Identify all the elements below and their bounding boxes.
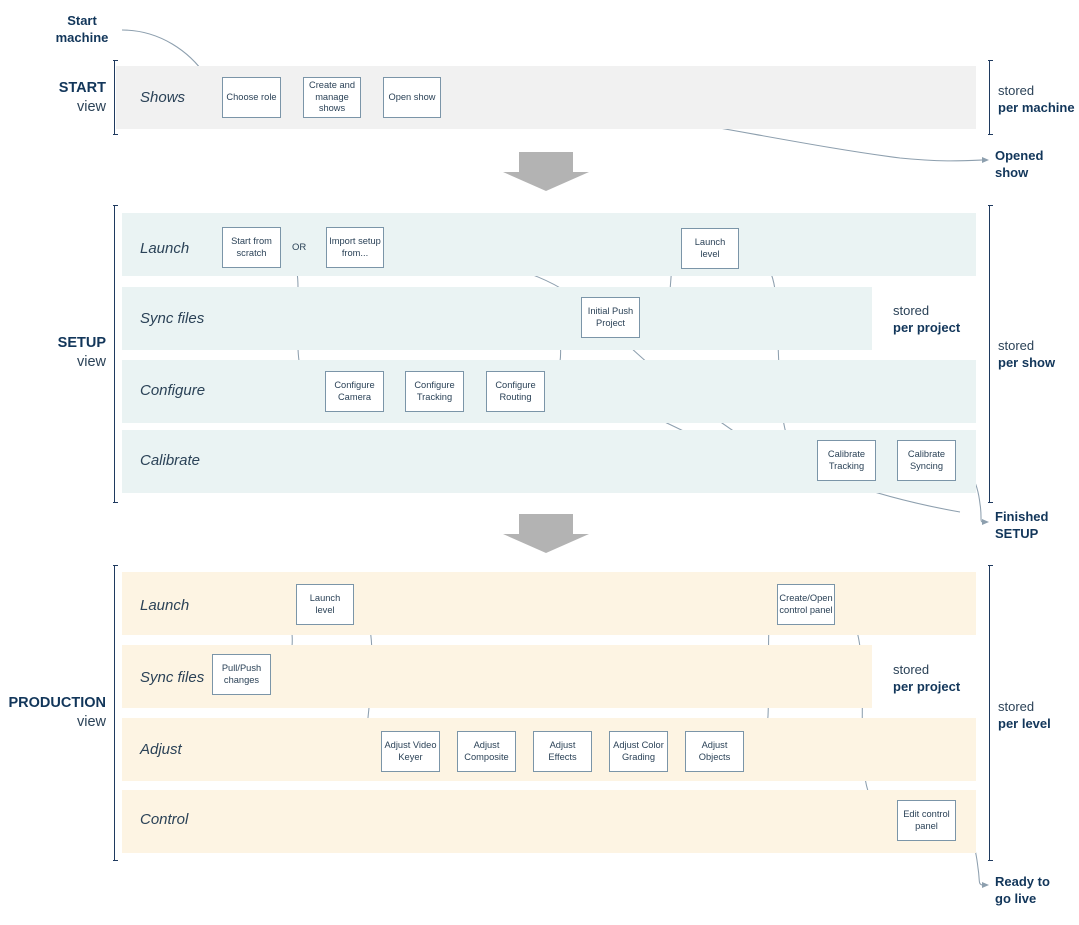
phase-label-start-line2: view — [76, 99, 106, 115]
node-adjust-color-grading[interactable]: Adjust Color Grading — [609, 731, 668, 772]
transition-arrow-setup-to-production — [503, 514, 589, 553]
annotation-line1: stored — [893, 303, 930, 318]
node-calibrate-tracking[interactable]: Calibrate Tracking — [817, 440, 876, 481]
annotation-setup-stored-per-show: stored per show — [998, 337, 1055, 371]
annotation-production-stored-per-level: stored per level — [998, 698, 1051, 732]
row-label-production-adjust: Adjust — [140, 741, 182, 758]
terminal-start-machine-line1: Start — [67, 13, 97, 28]
annotation-line1: stored — [893, 662, 930, 677]
terminal-finished-setup: Finished SETUP — [995, 508, 1079, 542]
annotation-line1: stored — [998, 699, 1035, 714]
node-create-open-control-panel[interactable]: Create/Open control panel — [777, 584, 835, 625]
node-configure-routing[interactable]: Configure Routing — [486, 371, 545, 412]
phase-label-setup-line1: SETUP — [57, 335, 106, 351]
row-label-production-sync-files: Sync files — [140, 669, 205, 686]
phase-label-start-line1: START — [58, 80, 106, 96]
terminal-start-machine: Start machine — [40, 12, 124, 46]
node-adjust-objects[interactable]: Adjust Objects — [685, 731, 744, 772]
setup-phase-bracket — [113, 205, 119, 503]
terminal-opened-show-line2: show — [995, 165, 1029, 180]
start-stored-bracket — [988, 60, 994, 135]
row-label-setup-launch: Launch — [140, 240, 190, 257]
node-import-setup-from[interactable]: Import setup from... — [326, 227, 384, 268]
node-choose-role[interactable]: Choose role — [222, 77, 281, 118]
phase-label-production-line2: view — [76, 714, 106, 730]
node-start-from-scratch[interactable]: Start from scratch — [222, 227, 281, 268]
annotation-line2: per machine — [998, 100, 1075, 115]
node-configure-camera[interactable]: Configure Camera — [325, 371, 384, 412]
annotation-line2: per show — [998, 355, 1056, 370]
node-configure-tracking[interactable]: Configure Tracking — [405, 371, 464, 412]
phase-label-start: START view — [0, 79, 106, 117]
terminal-opened-show: Opened show — [995, 147, 1079, 181]
production-phase-bracket — [113, 565, 119, 861]
production-band-launch — [122, 572, 976, 635]
node-pull-push-changes[interactable]: Pull/Push changes — [212, 654, 271, 695]
setup-band-sync-files — [122, 287, 872, 350]
node-adjust-effects[interactable]: Adjust Effects — [533, 731, 592, 772]
phase-label-production: PRODUCTION view — [0, 694, 106, 732]
node-production-launch-level[interactable]: Launch level — [296, 584, 354, 625]
annotation-setup-stored-per-project: stored per project — [893, 302, 960, 336]
annotation-line2: per project — [893, 679, 961, 694]
row-label-setup-sync-files: Sync files — [140, 310, 205, 327]
production-stored-bracket — [988, 565, 994, 861]
annotation-line2: per project — [893, 320, 961, 335]
terminal-ready-go-live-line2: go live — [995, 891, 1037, 906]
row-label-production-control: Control — [140, 811, 189, 828]
terminal-finished-setup-line1: Finished — [995, 509, 1049, 524]
phase-label-production-line1: PRODUCTION — [8, 695, 106, 711]
start-phase-bracket — [113, 60, 119, 135]
annotation-line2: per level — [998, 716, 1051, 731]
annotation-production-stored-per-project: stored per project — [893, 661, 960, 695]
annotation-line1: stored — [998, 83, 1035, 98]
node-adjust-composite[interactable]: Adjust Composite — [457, 731, 516, 772]
terminal-start-machine-line2: machine — [55, 30, 109, 45]
production-band-control — [122, 790, 976, 853]
terminal-finished-setup-line2: SETUP — [995, 526, 1039, 541]
setup-band-configure — [122, 360, 976, 423]
transition-arrow-start-to-setup — [503, 152, 589, 191]
terminal-opened-show-line1: Opened — [995, 148, 1044, 163]
node-adjust-video-keyer[interactable]: Adjust Video Keyer — [381, 731, 440, 772]
terminal-ready-go-live-line1: Ready to — [995, 874, 1050, 889]
node-calibrate-syncing[interactable]: Calibrate Syncing — [897, 440, 956, 481]
phase-label-setup: SETUP view — [0, 334, 106, 372]
annotation-line1: stored — [998, 338, 1035, 353]
node-initial-push-project[interactable]: Initial Push Project — [581, 297, 640, 338]
row-label-shows: Shows — [140, 89, 186, 106]
node-edit-control-panel[interactable]: Edit control panel — [897, 800, 956, 841]
node-setup-launch-level[interactable]: Launch level — [681, 228, 739, 269]
annotation-stored-per-machine: stored per machine — [998, 82, 1075, 116]
row-label-setup-calibrate: Calibrate — [140, 452, 201, 469]
terminal-ready-go-live: Ready to go live — [995, 873, 1079, 907]
setup-stored-bracket — [988, 205, 994, 503]
phase-label-setup-line2: view — [76, 354, 106, 370]
node-open-show[interactable]: Open show — [383, 77, 441, 118]
node-create-and-manage-shows[interactable]: Create and manage shows — [303, 77, 361, 118]
row-label-setup-configure: Configure — [140, 382, 206, 399]
or-label: OR — [292, 242, 307, 253]
row-label-production-launch: Launch — [140, 597, 190, 614]
